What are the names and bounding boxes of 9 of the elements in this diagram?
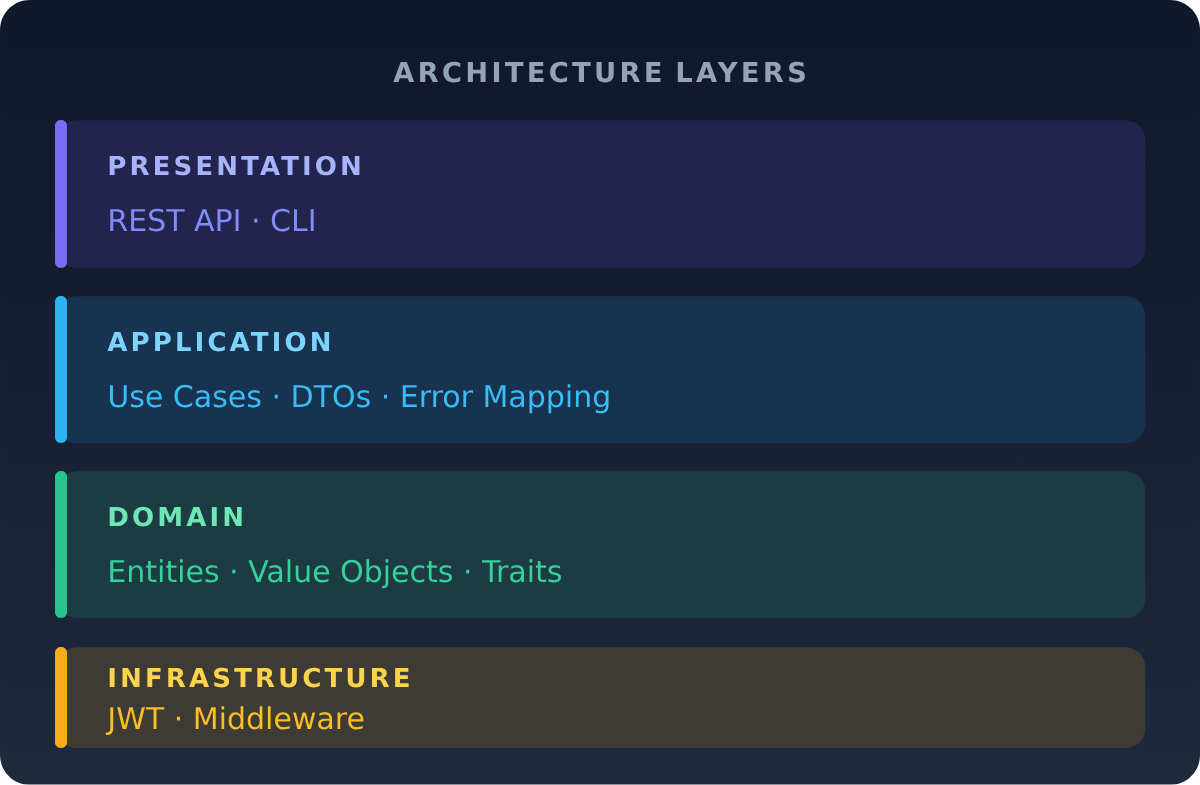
title: ARCHITECTURE LAYERS xyxy=(393,61,805,83)
layer-items: Use Cases · DTOs · Error Mapping xyxy=(109,384,609,414)
layer-items: JWT · Middleware xyxy=(105,706,364,735)
layer-items: Entities · Value Objects · Traits xyxy=(110,559,561,589)
layer-items: REST API · CLI xyxy=(110,208,314,232)
layer-heading: APPLICATION xyxy=(107,331,330,352)
layer-heading: DOMAIN xyxy=(109,506,242,527)
layer-heading: PRESENTATION xyxy=(109,155,360,176)
layer-heading: INFRASTRUCTURE xyxy=(109,667,409,688)
